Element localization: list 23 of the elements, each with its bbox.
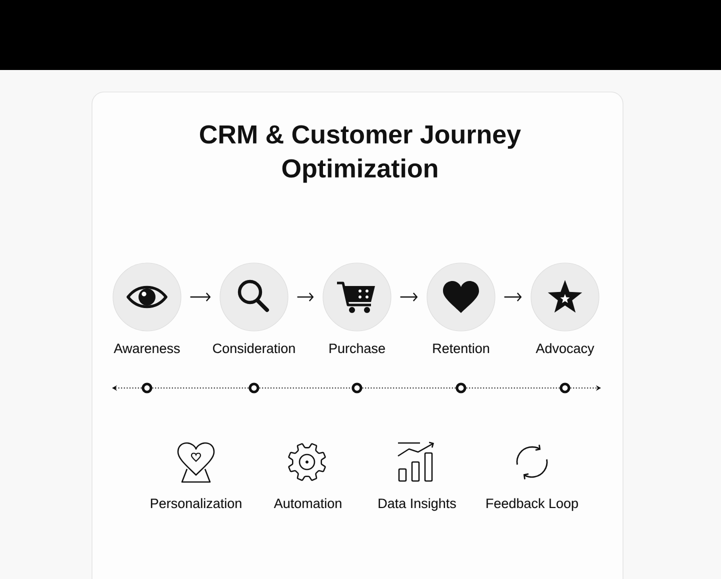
dotted-line bbox=[466, 387, 560, 389]
arrow bbox=[504, 292, 522, 302]
dotted-line bbox=[259, 387, 352, 389]
timeline-dot bbox=[142, 382, 152, 394]
feature-label: Data Insights bbox=[378, 498, 456, 511]
title: CRM & Customer Journey Optimization bbox=[200, 125, 521, 183]
dotted-line bbox=[152, 387, 249, 389]
arrow bbox=[190, 292, 211, 302]
feature-label: Automation bbox=[274, 498, 342, 508]
stage-label: Retention bbox=[433, 343, 490, 354]
dotted-line bbox=[362, 387, 456, 389]
timeline-dot bbox=[456, 382, 466, 394]
timeline-dot bbox=[248, 382, 260, 394]
feature-label: Personalization bbox=[150, 498, 242, 508]
arrow bbox=[297, 292, 314, 302]
stage-label: Consideration bbox=[213, 343, 295, 354]
timeline-dot bbox=[352, 382, 362, 394]
arrow bbox=[400, 292, 418, 302]
stage-label: Purchase bbox=[330, 343, 385, 354]
stage-label: Advocacy bbox=[536, 343, 594, 356]
feature-label: Feedback Loop bbox=[486, 498, 578, 511]
stage-label: Awareness bbox=[114, 344, 180, 354]
timeline-dot bbox=[560, 382, 570, 394]
